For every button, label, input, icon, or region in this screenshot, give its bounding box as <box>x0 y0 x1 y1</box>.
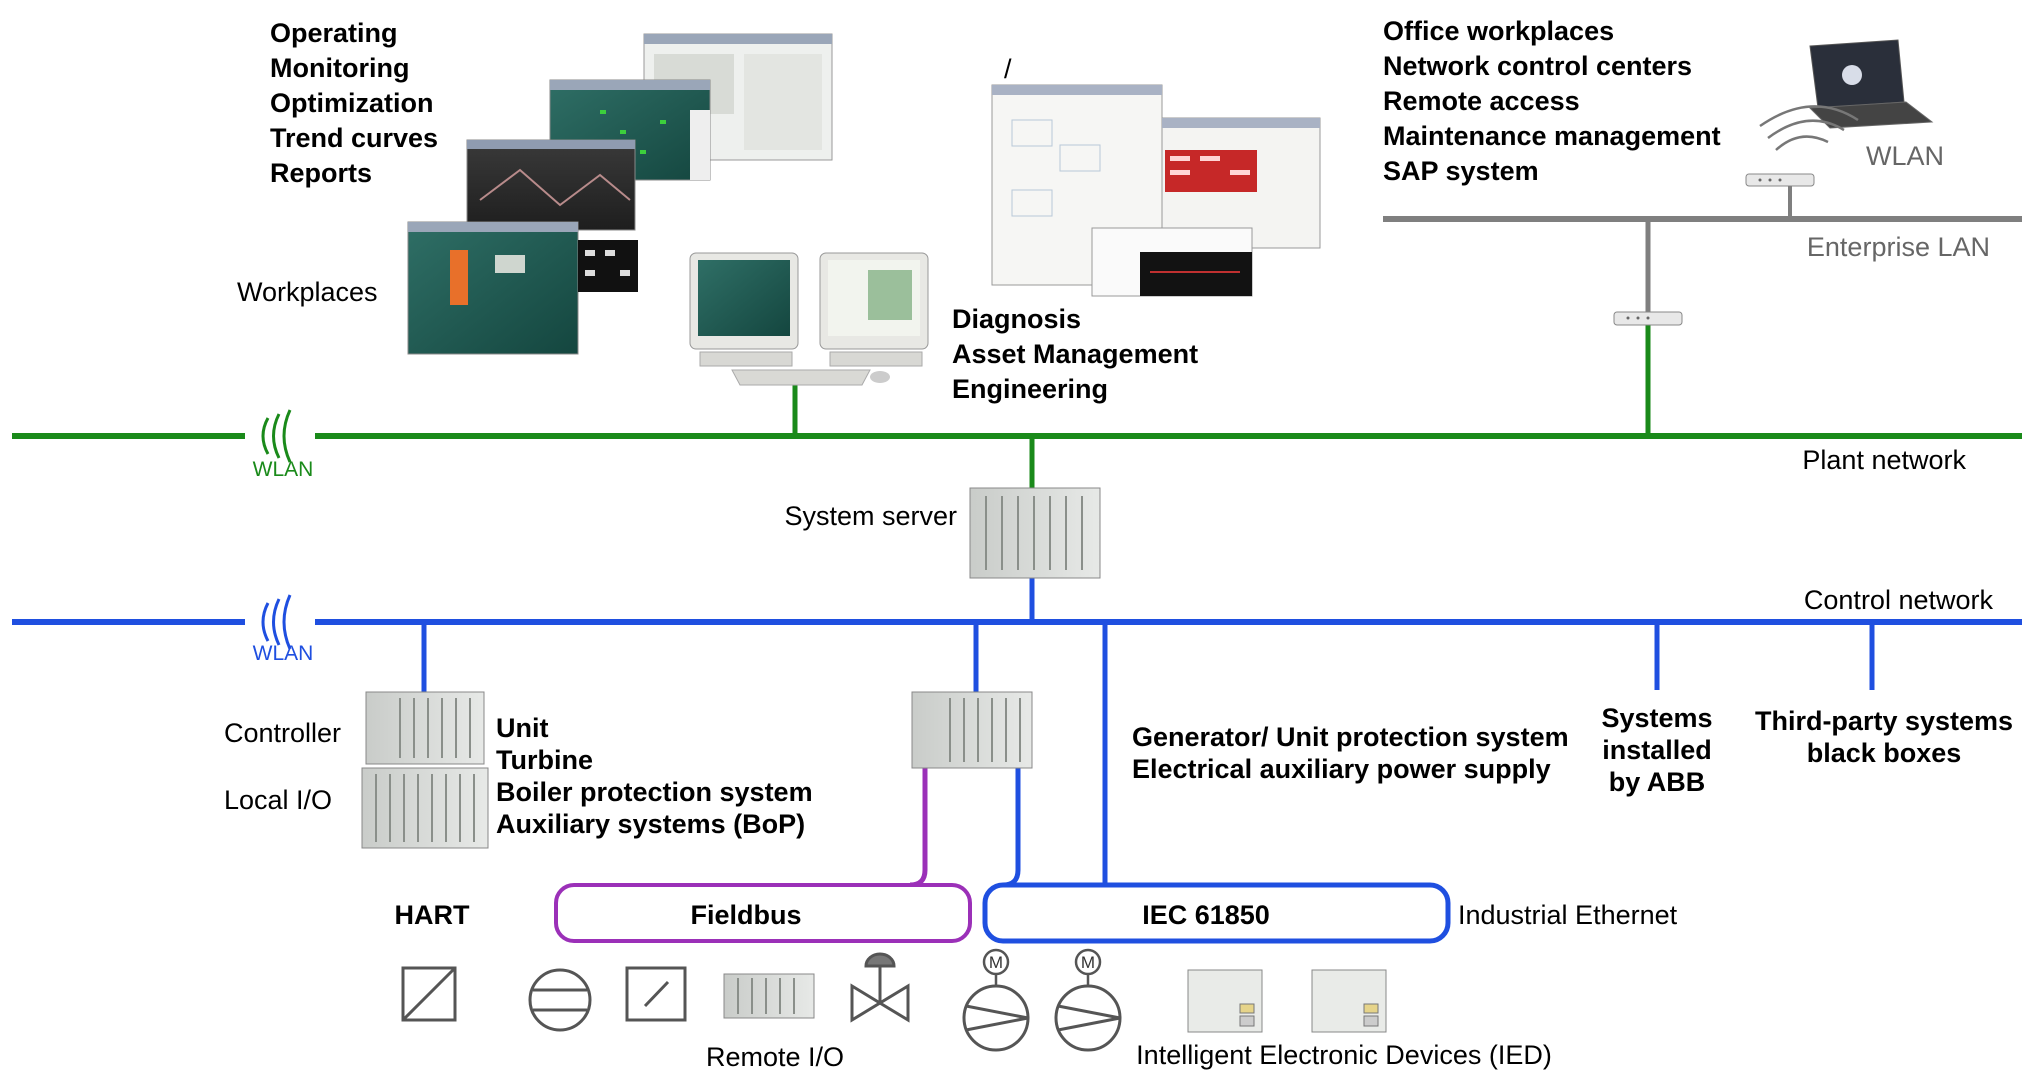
industrial-ethernet-label: Industrial Ethernet <box>1458 900 1678 930</box>
fieldbus-box <box>554 883 972 943</box>
system-server-rack <box>969 487 1101 579</box>
motor-pump-icon-2: M <box>1054 948 1122 1052</box>
workplace-function-4: Trend curves <box>270 123 438 153</box>
office-function-5: SAP system <box>1383 156 1539 186</box>
motor-symbol-1: M <box>989 953 1003 972</box>
engineering-function-3: Engineering <box>952 374 1108 404</box>
office-wlan-signal-icon <box>1759 105 1859 151</box>
controller-functions: Unit Turbine Boiler protection system Au… <box>496 713 813 839</box>
plant-wlan-icon <box>261 409 292 463</box>
transmitter-icon <box>401 966 457 1022</box>
remote-io-label: Remote I/O <box>706 1042 844 1072</box>
abb-systems-text: Systems installed by ABB <box>1601 703 1712 797</box>
office-function-4: Maintenance management <box>1383 121 1721 151</box>
controller-rack <box>365 691 485 765</box>
abb-systems-line-1: Systems <box>1601 703 1712 733</box>
hart-label: HART <box>395 900 470 930</box>
office-function-2: Network control centers <box>1383 51 1692 81</box>
enterprise-lan <box>1383 216 2022 312</box>
workplaces-label: Workplaces <box>237 277 378 307</box>
office-functions: Office workplaces Network control center… <box>1383 16 1721 186</box>
router-icon <box>1613 311 1683 326</box>
protection-systems-text: Generator/ Unit protection system Electr… <box>1132 722 1569 784</box>
flowmeter-icon <box>528 968 592 1032</box>
engineering-screenshots <box>991 84 1321 297</box>
ied-label: Intelligent Electronic Devices (IED) <box>1136 1040 1552 1070</box>
ied-device-1 <box>1187 969 1263 1033</box>
abb-systems-line-2: installed <box>1602 735 1712 765</box>
protection-line-2: Electrical auxiliary power supply <box>1132 754 1551 784</box>
motor-pump-icon-1: M <box>962 948 1030 1052</box>
remote-io-icon <box>723 973 815 1019</box>
engineering-functions: Diagnosis Asset Management Engineering <box>952 304 1198 404</box>
enterprise-lan-label: Enterprise LAN <box>1807 232 1990 262</box>
fieldbus-link <box>909 768 928 888</box>
controller-function-1: Unit <box>496 713 548 743</box>
engineering-slash: / <box>1004 54 1012 84</box>
engineering-function-2: Asset Management <box>952 339 1198 369</box>
control-wlan-icon <box>261 594 292 650</box>
iec61850-label: IEC 61850 <box>1142 900 1270 930</box>
motor-symbol-2: M <box>1081 953 1095 972</box>
controller-function-2: Turbine <box>496 745 593 775</box>
control-wlan-label: WLAN <box>253 642 314 665</box>
operator-workstation <box>689 252 929 386</box>
workplace-function-2: Monitoring <box>270 53 409 83</box>
switch-icon <box>625 966 687 1022</box>
control-network-label: Control network <box>1804 585 1994 615</box>
abb-systems-line-3: by ABB <box>1609 767 1706 797</box>
controller-function-4: Auxiliary systems (BoP) <box>496 809 805 839</box>
controller-function-3: Boiler protection system <box>496 777 813 807</box>
laptop-icon <box>1808 39 1934 129</box>
protection-line-1: Generator/ Unit protection system <box>1132 722 1569 752</box>
fieldbus-controller-rack <box>911 691 1033 769</box>
office-function-3: Remote access <box>1383 86 1580 116</box>
plant-network-line <box>12 325 2022 488</box>
third-party-line-1: Third-party systems <box>1755 706 2013 736</box>
workplace-screenshots <box>407 33 833 355</box>
control-network-line <box>12 578 2022 888</box>
third-party-text: Third-party systems black boxes <box>1755 706 2013 768</box>
third-party-line-2: black boxes <box>1807 738 1962 768</box>
workplace-functions: Operating Monitoring Optimization Trend … <box>270 18 438 188</box>
office-function-1: Office workplaces <box>1383 16 1614 46</box>
system-server-label: System server <box>784 501 957 531</box>
plant-network-label: Plant network <box>1802 445 1966 475</box>
workplace-function-1: Operating <box>270 18 398 48</box>
iec61850-box <box>982 882 1451 944</box>
local-io-label: Local I/O <box>224 785 332 815</box>
office-wlan-label: WLAN <box>1866 141 1944 171</box>
fieldbus-label: Fieldbus <box>690 900 801 930</box>
ied-device-2 <box>1311 969 1387 1033</box>
engineering-function-1: Diagnosis <box>952 304 1081 334</box>
wlan-access-point-icon <box>1745 173 1815 219</box>
local-io-rack <box>361 767 489 849</box>
valve-icon <box>850 952 910 1023</box>
workplace-function-5: Reports <box>270 158 372 188</box>
controller-label: Controller <box>224 718 341 748</box>
workplace-function-3: Optimization <box>270 88 434 118</box>
plant-wlan-label: WLAN <box>253 458 314 481</box>
